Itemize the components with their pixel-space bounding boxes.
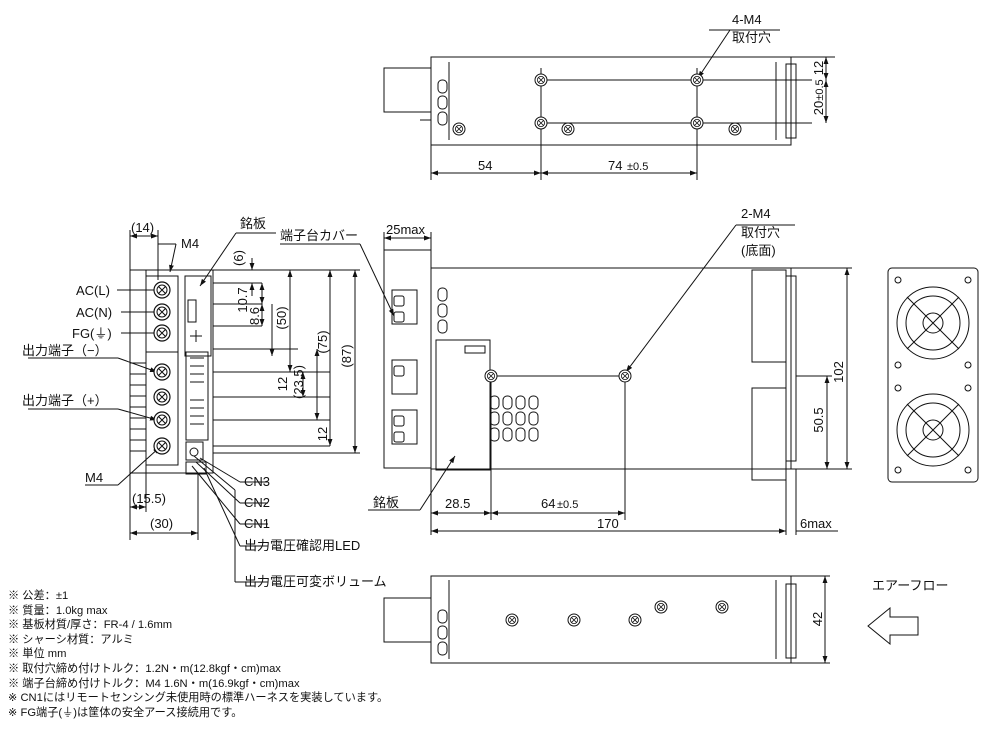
dim-30: (30) xyxy=(150,516,173,531)
ac-l-label: AC(L) xyxy=(76,283,110,298)
volume-label: 出力電圧可変ボリューム xyxy=(244,574,387,589)
led-label: 出力電圧確認用LED xyxy=(244,538,360,553)
mount-holes-2m4-sub: 取付穴 xyxy=(741,225,780,240)
mount-holes-2m4-bottom: (底面) xyxy=(741,243,776,258)
dim-12-top: 12 xyxy=(811,61,826,75)
cn3-label: CN3 xyxy=(244,474,270,489)
dim-15-5: (15.5) xyxy=(132,491,166,506)
dim-20-top: 20 xyxy=(811,101,826,115)
side-view-labels: 25max 端子台カバー 2-M4 取付穴 (底面) 102 50.5 銘板 2… xyxy=(280,206,846,531)
mount-holes-2m4-label: 2-M4 xyxy=(741,206,771,221)
dim-75: (75) xyxy=(315,330,330,353)
note-chassis: ※ シャーシ材質：アルミ xyxy=(8,633,134,646)
notes-list: ※ 公差：±1 ※ 質量：1.0kg max ※ 基板材質/厚さ：FR-4 / … xyxy=(8,589,388,720)
mount-holes-4m4-label: 4-M4 xyxy=(732,12,762,27)
dim-8-6: 8.6 xyxy=(247,307,262,325)
cn1-label: CN1 xyxy=(244,516,270,531)
note-terminal-torque: ※ 端子台締め付けトルク：M4 1.6N・m(16.9kgf・cm)max xyxy=(8,677,300,690)
side-view xyxy=(280,224,852,535)
dim-25max: 25max xyxy=(386,222,426,237)
ac-n-label: AC(N) xyxy=(76,305,112,320)
nameplate-label-side: 銘板 xyxy=(373,495,399,510)
dim-23-5: (23.5) xyxy=(291,365,306,399)
note-pcb: ※ 基板材質/厚さ：FR-4 / 1.6mm xyxy=(8,619,173,632)
fg-label: FG(⏚) xyxy=(72,326,112,341)
dim-74: 74 xyxy=(608,158,622,173)
dim-64-tol: ±0.5 xyxy=(557,499,578,511)
note-tolerance: ※ 公差：±1 xyxy=(8,590,69,602)
dim-12-b: 12 xyxy=(315,427,330,441)
terminal-cover-label: 端子台カバー xyxy=(280,228,358,243)
dim-12-a: 12 xyxy=(275,377,290,391)
note-mass: ※ 質量：1.0kg max xyxy=(8,604,108,617)
dim-50-5: 50.5 xyxy=(811,407,826,432)
dim-87: (87) xyxy=(339,344,354,367)
dim-102: 102 xyxy=(831,361,846,383)
note-cn1: ※ CN1にはリモートセンシング未使用時の標準ハーネスを実装しています。 xyxy=(8,692,389,705)
nameplate-label-front: 銘板 xyxy=(240,216,266,231)
dim-6max: 6max xyxy=(800,516,832,531)
dim-50: (50) xyxy=(274,306,289,329)
mount-holes-4m4-sub: 取付穴 xyxy=(732,30,771,45)
dim-74-tol: ±0.5 xyxy=(627,161,648,173)
dim-20-tol: ±0.5 xyxy=(814,79,826,100)
note-mount-torque: ※ 取付穴締め付けトルク：1.2N・m(12.8kgf・cm)max xyxy=(8,662,281,675)
rear-fan-view xyxy=(887,267,979,483)
m4-bottom-label: M4 xyxy=(85,470,103,485)
dim-42: 42 xyxy=(810,612,825,626)
front-view-labels: (14) (6) M4 銘板 AC(L) AC(N) FG(⏚) 出力端子（−）… xyxy=(22,216,387,589)
note-fg: ※ FG端子(⏚)は筐体の安全アース接続用です。 xyxy=(8,706,243,719)
dim-10-7: 10.7 xyxy=(235,287,250,312)
airflow-label: エアーフロー xyxy=(872,578,948,593)
dim-54: 54 xyxy=(478,158,492,173)
dim-28-5: 28.5 xyxy=(445,496,470,511)
front-view xyxy=(28,230,360,583)
m4-top-label: M4 xyxy=(181,236,199,251)
dim-64: 64 xyxy=(541,496,555,511)
dim-170: 170 xyxy=(597,516,619,531)
cn2-label: CN2 xyxy=(244,495,270,510)
bottom-view xyxy=(383,575,919,664)
output-minus-label: 出力端子（−） xyxy=(22,343,108,358)
bottom-view-labels: 42 エアーフロー xyxy=(810,578,948,626)
note-unit: ※ 単位 mm xyxy=(8,648,67,661)
top-view-labels: 4-M4 取付穴 54 74 ±0.5 12 20 ±0.5 xyxy=(478,12,826,173)
dim-14: (14) xyxy=(131,220,154,235)
dim-6: (6) xyxy=(231,250,246,266)
output-plus-label: 出力端子（+） xyxy=(22,393,108,408)
